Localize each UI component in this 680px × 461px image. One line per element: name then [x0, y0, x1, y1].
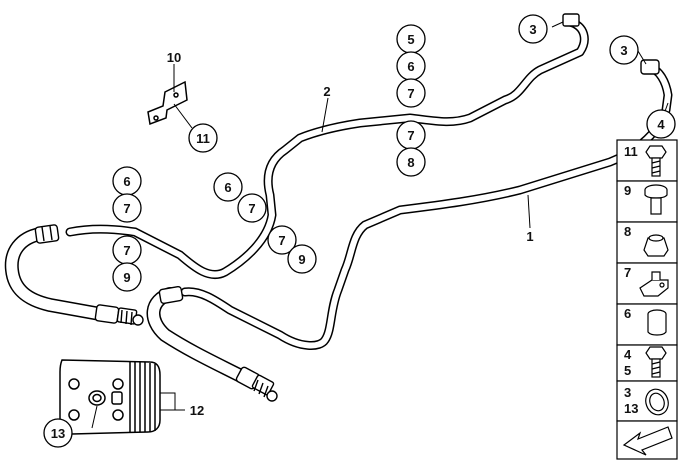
- hose-fitting-right-top: [158, 285, 184, 305]
- label-10: 10: [167, 50, 181, 65]
- callout-7-lower-left[interactable]: 7: [112, 235, 142, 265]
- svg-text:7: 7: [248, 201, 255, 216]
- callout-5[interactable]: 5: [396, 24, 426, 54]
- svg-text:3: 3: [620, 43, 627, 58]
- svg-text:6: 6: [224, 180, 231, 195]
- svg-text:3: 3: [624, 385, 631, 400]
- hose-right: [146, 287, 252, 385]
- svg-text:5: 5: [407, 32, 414, 47]
- callout-7-mid[interactable]: 7: [396, 120, 426, 150]
- parts-row-7[interactable]: 7: [616, 262, 678, 305]
- line-end-fitting-3b: [640, 59, 660, 75]
- sleeve-icon: [647, 309, 667, 336]
- svg-text:7: 7: [123, 201, 130, 216]
- parts-row-3-13[interactable]: 3 13: [616, 380, 678, 422]
- svg-text:8: 8: [407, 155, 414, 170]
- direction-arrow-icon: [622, 426, 673, 456]
- hex-bolt-icon: [645, 346, 667, 378]
- callout-6-left[interactable]: 6: [112, 166, 142, 196]
- direction-arrow-box[interactable]: [616, 420, 678, 460]
- svg-text:4: 4: [657, 117, 665, 132]
- clip-icon: [639, 271, 669, 297]
- hose-left: [4, 227, 107, 321]
- parts-row-9[interactable]: 9: [616, 180, 678, 223]
- callout-9-lower-left[interactable]: 9: [112, 262, 142, 292]
- callout-8[interactable]: 8: [396, 147, 426, 177]
- label-2: 2: [323, 84, 330, 99]
- callout-11[interactable]: 11: [188, 123, 218, 153]
- callout-6-top[interactable]: 6: [396, 51, 426, 81]
- parts-row-11[interactable]: 11: [616, 139, 678, 182]
- leader-lines: [91, 21, 669, 429]
- line-end-fitting-3a: [562, 13, 580, 27]
- oil-cooler-12: [59, 359, 161, 435]
- svg-text:13: 13: [624, 401, 638, 416]
- oil-line-2: [65, 17, 589, 280]
- label-1: 1: [526, 229, 533, 244]
- seal-ring-icon: [645, 388, 669, 416]
- svg-text:7: 7: [278, 233, 285, 248]
- svg-text:6: 6: [624, 306, 631, 321]
- screw-icon: [644, 184, 668, 215]
- label-12: 12: [190, 403, 204, 418]
- callout-13[interactable]: 13: [43, 418, 73, 448]
- callout-7-left[interactable]: 7: [112, 193, 142, 223]
- bracket-10: [147, 80, 188, 126]
- svg-text:9: 9: [298, 252, 305, 267]
- svg-text:7: 7: [123, 243, 130, 258]
- callout-7-center[interactable]: 7: [237, 193, 267, 223]
- svg-text:7: 7: [407, 128, 414, 143]
- svg-text:5: 5: [624, 363, 631, 378]
- svg-text:11: 11: [624, 144, 638, 159]
- parts-row-8[interactable]: 8: [616, 221, 678, 264]
- svg-text:7: 7: [624, 265, 631, 280]
- callout-7-top[interactable]: 7: [396, 78, 426, 108]
- svg-text:4: 4: [624, 347, 632, 362]
- bolt-icon: [645, 145, 667, 177]
- callout-9-center[interactable]: 9: [287, 244, 317, 274]
- svg-text:9: 9: [123, 270, 130, 285]
- callout-7-center-lower[interactable]: 7: [267, 225, 297, 255]
- callout-3-top[interactable]: 3: [518, 14, 548, 44]
- svg-text:6: 6: [407, 59, 414, 74]
- parts-row-4-5[interactable]: 4 5: [616, 344, 678, 382]
- svg-text:11: 11: [196, 131, 210, 146]
- svg-text:9: 9: [624, 183, 631, 198]
- svg-text:3: 3: [529, 22, 536, 37]
- svg-text:6: 6: [123, 174, 130, 189]
- callout-4[interactable]: 4: [646, 109, 676, 139]
- hose-fitting-left-bottom: [94, 304, 144, 326]
- hose-fitting-right-bottom: [235, 366, 278, 402]
- svg-text:13: 13: [51, 426, 65, 441]
- callout-3-right[interactable]: 3: [609, 35, 639, 65]
- nut-icon: [643, 234, 669, 257]
- parts-row-6[interactable]: 6: [616, 303, 678, 346]
- svg-text:7: 7: [407, 86, 414, 101]
- svg-text:8: 8: [624, 224, 631, 239]
- parts-column: 11 9 8: [616, 139, 678, 460]
- callout-6-center[interactable]: 6: [213, 172, 243, 202]
- hose-fitting-left-top: [34, 224, 60, 244]
